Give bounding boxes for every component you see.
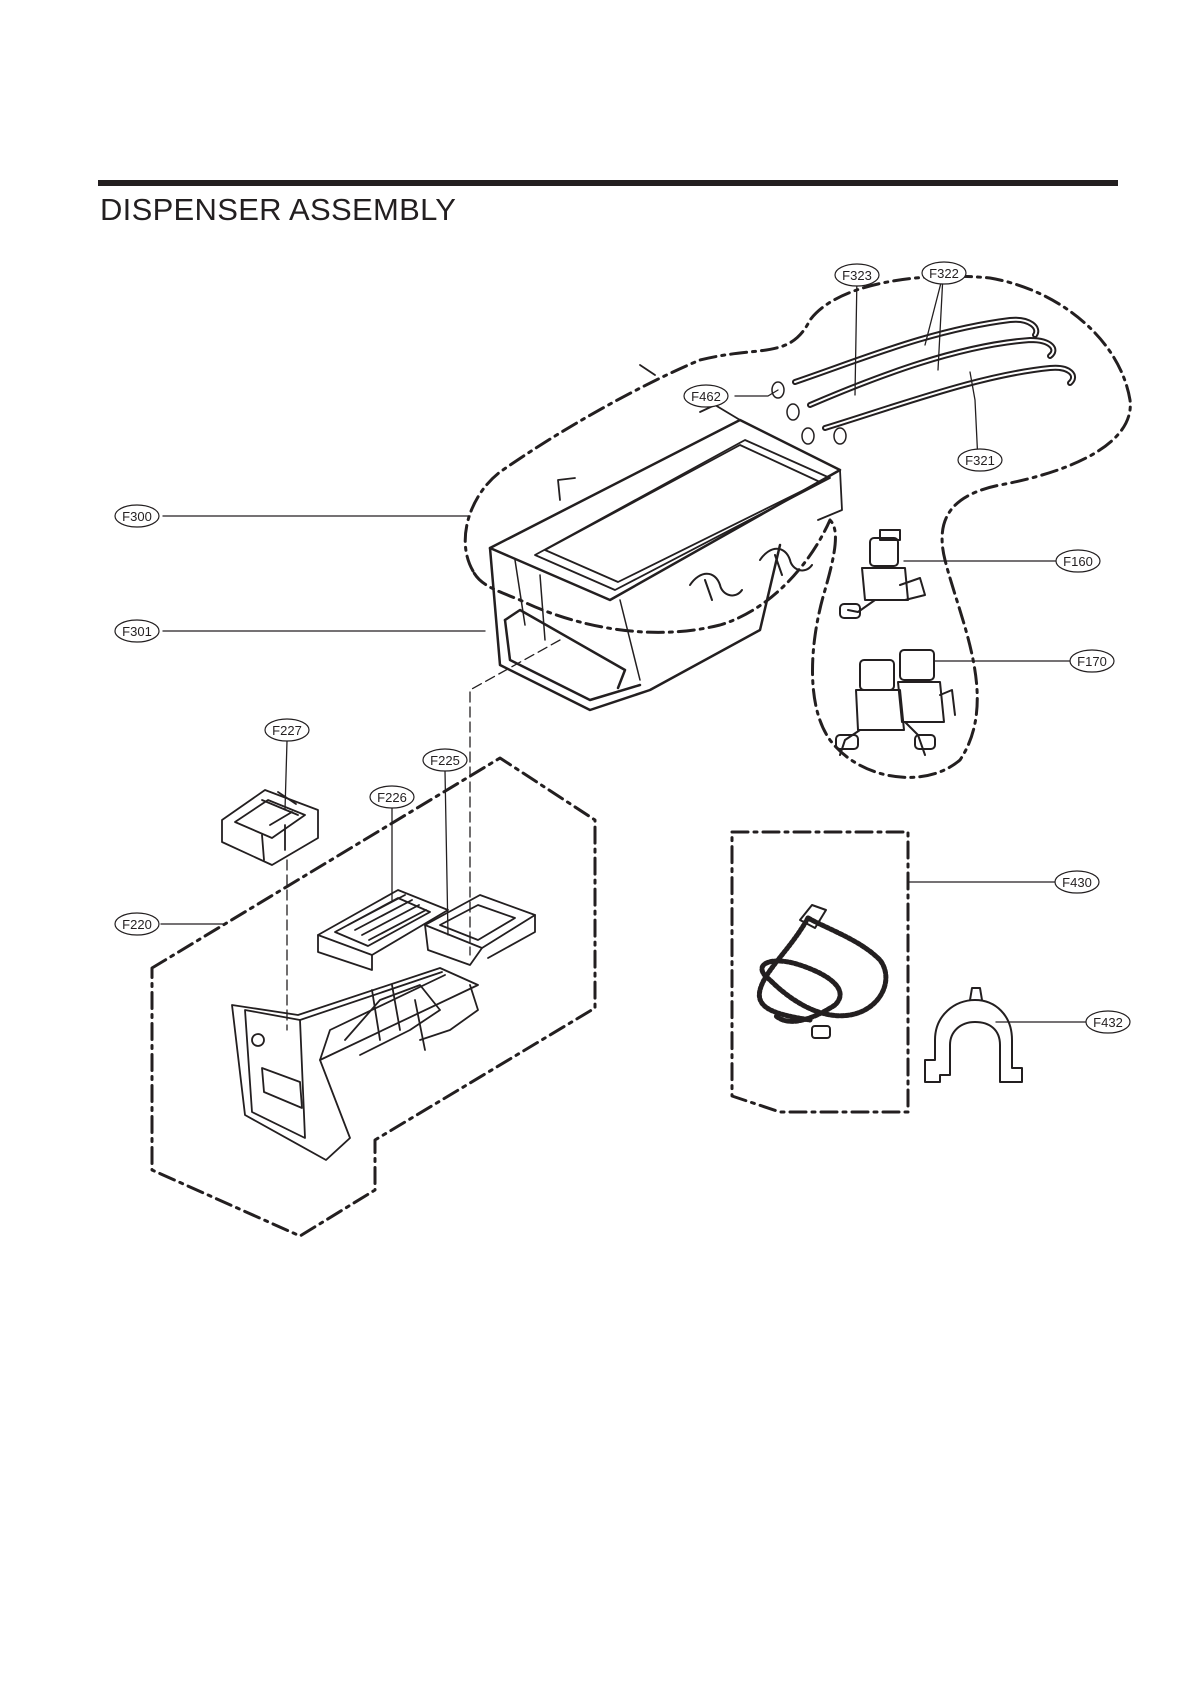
callout-F220: F220: [114, 912, 160, 936]
inlet-hoses: [792, 316, 1076, 431]
hose-clamps: [771, 381, 847, 445]
callout-F160: F160: [1055, 549, 1101, 573]
callout-F220-label: F220: [122, 917, 152, 932]
housing-group-boundary: [463, 274, 1132, 779]
callout-F226: F226: [369, 785, 415, 809]
callout-F430: F430: [1054, 870, 1100, 894]
softener-cover: [317, 889, 449, 971]
housing-ribs: [689, 547, 813, 601]
siphon-cap: [221, 789, 319, 866]
drawer-group-boundary: [150, 756, 597, 1238]
callout-F323-label: F323: [842, 268, 872, 283]
callout-F301-label: F301: [122, 624, 152, 639]
leader-lines: [160, 274, 1092, 1023]
double-inlet-valve: [835, 649, 956, 756]
callout-F225: F225: [422, 748, 468, 772]
callout-F322: F322: [921, 261, 967, 285]
callout-F225-label: F225: [430, 753, 460, 768]
callout-F170: F170: [1069, 649, 1115, 673]
drain-hose: [756, 915, 889, 1024]
callout-F322-label: F322: [929, 266, 959, 281]
dispenser-housing-cover: [488, 364, 843, 602]
single-inlet-valve: [839, 529, 926, 619]
hose-guide: [924, 987, 1023, 1083]
callout-F300: F300: [114, 504, 160, 528]
callout-F323: F323: [834, 263, 880, 287]
callout-F170-label: F170: [1077, 654, 1107, 669]
callout-F432: F432: [1085, 1010, 1131, 1034]
bleach-cover: [424, 894, 536, 966]
drain-hose-elbow: [799, 904, 831, 1039]
dispenser-drawer: [231, 967, 479, 1161]
assembly-leader-dashed: [469, 639, 561, 956]
callout-F226-label: F226: [377, 790, 407, 805]
callout-F227-label: F227: [272, 723, 302, 738]
callout-F432-label: F432: [1093, 1015, 1123, 1030]
callout-F227: F227: [264, 718, 310, 742]
dispenser-body: [488, 543, 782, 712]
title-rule: [98, 180, 1118, 186]
callout-F300-label: F300: [122, 509, 152, 524]
drain-hose-group-boundary: [730, 830, 910, 1114]
callout-F301: F301: [114, 619, 160, 643]
page-title: DISPENSER ASSEMBLY: [100, 192, 457, 227]
callout-F430-label: F430: [1062, 875, 1092, 890]
callout-F462: F462: [683, 384, 729, 408]
callout-F160-label: F160: [1063, 554, 1093, 569]
callout-F321-label: F321: [965, 453, 995, 468]
callout-F462-label: F462: [691, 389, 721, 404]
callout-F321: F321: [957, 448, 1003, 472]
